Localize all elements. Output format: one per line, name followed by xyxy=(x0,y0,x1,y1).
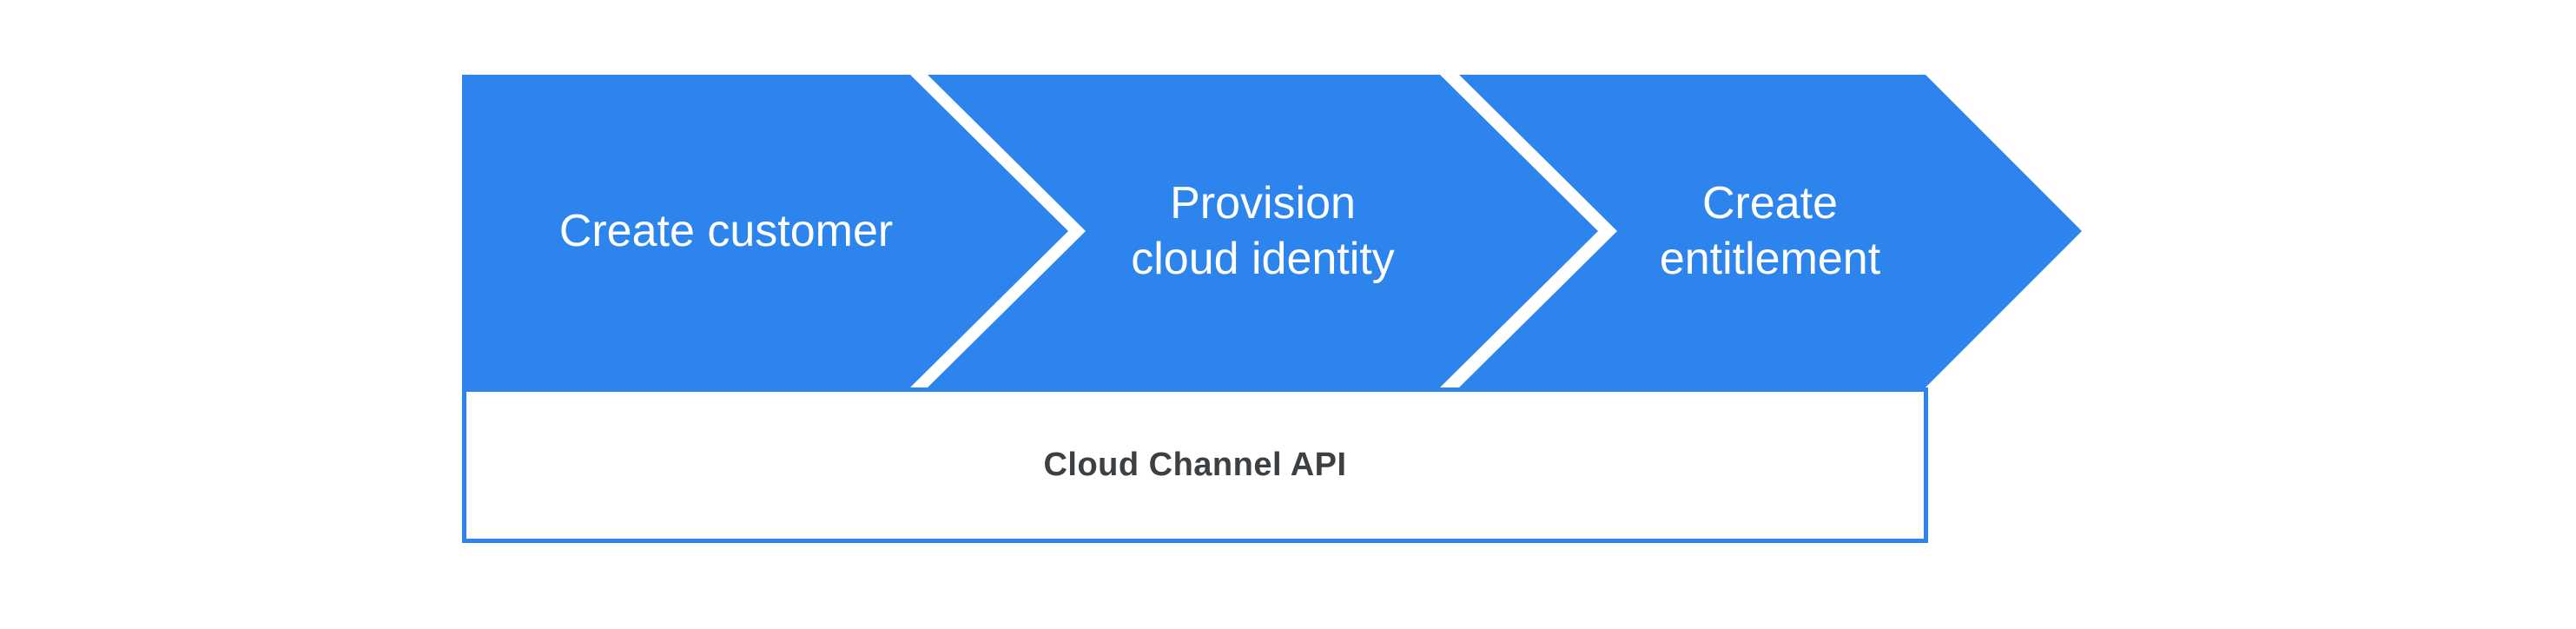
step-label-provision-cloud-identity: Provision cloud identity xyxy=(1131,178,1395,284)
chevron-step-2-shape xyxy=(928,75,1598,387)
cloud-channel-api-box: Cloud Channel API xyxy=(462,387,1928,543)
step-label-create-customer: Create customer xyxy=(558,206,894,256)
step-label-create-entitlement: Create entitlement xyxy=(1659,178,1881,284)
chevron-step-1-shape xyxy=(462,75,1068,387)
cloud-channel-api-label: Cloud Channel API xyxy=(1043,447,1347,483)
chevron-step-3-shape xyxy=(1459,75,2082,387)
